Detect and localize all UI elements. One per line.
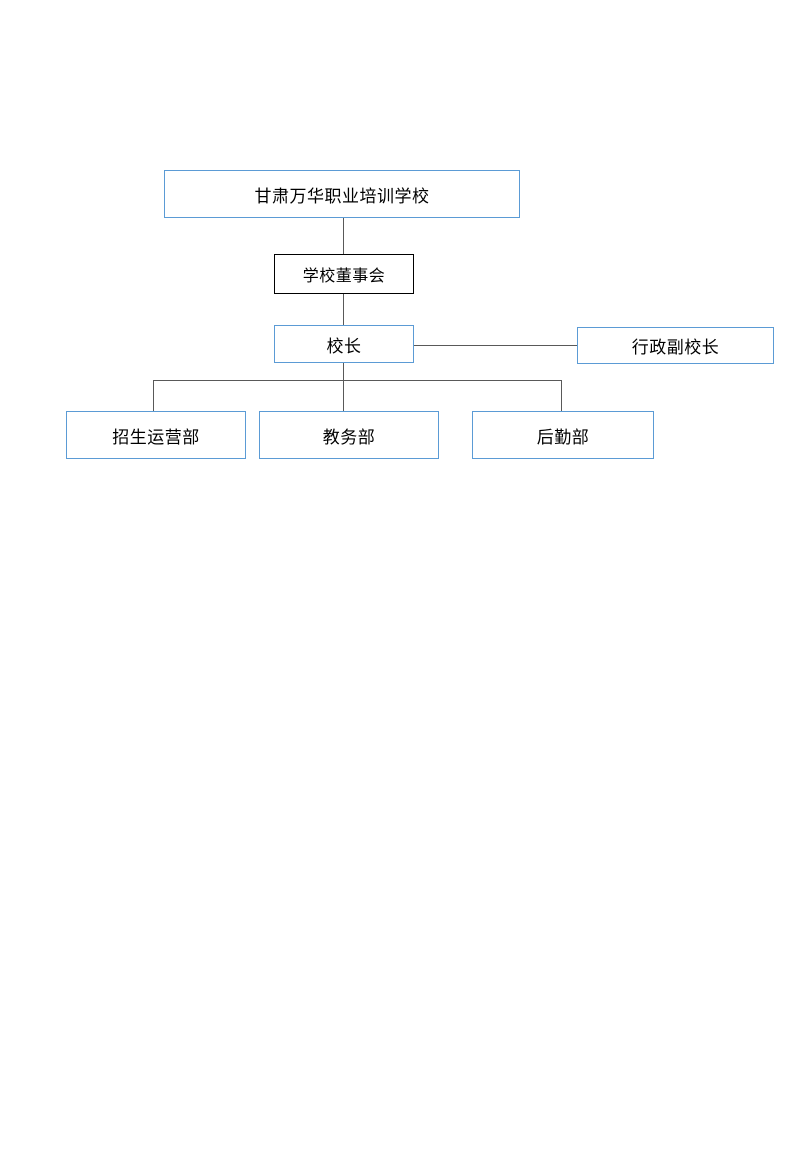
node-school-label: 甘肃万华职业培训学校 <box>254 186 430 206</box>
node-board-of-directors-label: 学校董事会 <box>302 268 386 285</box>
connector-board-to-principal <box>343 294 344 325</box>
node-board-of-directors[interactable]: 学校董事会 <box>274 254 414 294</box>
node-principal-label: 校长 <box>326 336 362 356</box>
connector-principal-to-vice <box>414 345 577 346</box>
connector-bus-to-dept1 <box>153 380 154 411</box>
node-academic-affairs-department-label: 教务部 <box>322 427 376 447</box>
node-admissions-department-label: 招生运营部 <box>112 427 200 447</box>
node-admissions-department[interactable]: 招生运营部 <box>66 411 246 459</box>
node-principal[interactable]: 校长 <box>274 325 414 363</box>
connector-root-to-board <box>343 218 344 254</box>
node-logistics-department[interactable]: 后勤部 <box>472 411 654 459</box>
connector-department-bus <box>153 380 562 381</box>
node-vice-principal-label: 行政副校长 <box>631 338 720 357</box>
node-vice-principal[interactable]: 行政副校长 <box>577 327 774 364</box>
connector-bus-to-dept2 <box>343 380 344 411</box>
node-school[interactable]: 甘肃万华职业培训学校 <box>164 170 520 218</box>
node-academic-affairs-department[interactable]: 教务部 <box>259 411 439 459</box>
connector-bus-to-dept3 <box>561 380 562 411</box>
node-logistics-department-label: 后勤部 <box>536 427 590 447</box>
connector-principal-to-bus <box>343 363 344 380</box>
